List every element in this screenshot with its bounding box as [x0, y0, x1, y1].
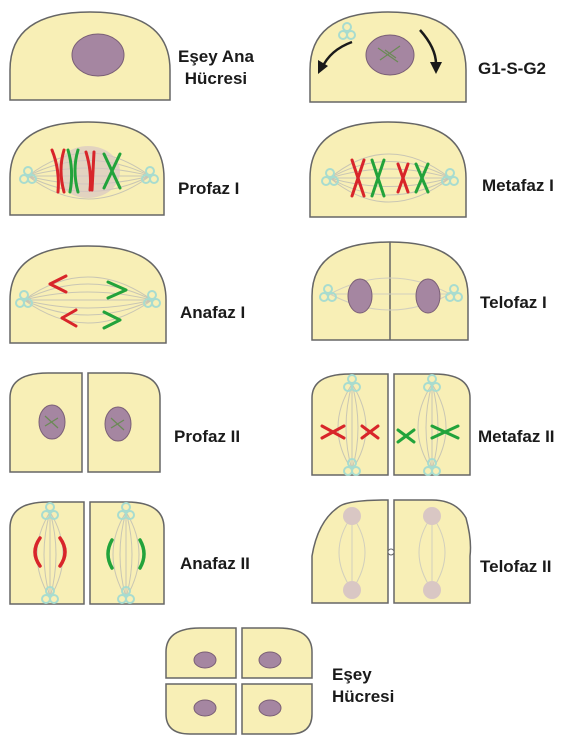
stage-label-anafaz-2: Anafaz II [180, 553, 250, 575]
stage-label-g1-s-g2: G1-S-G2 [478, 58, 546, 80]
cell-anafaz-2 [10, 502, 164, 604]
stage-label-profaz-2: Profaz II [174, 426, 240, 448]
stage-label-profaz-1: Profaz I [178, 178, 239, 200]
cell-g1-s-g2 [310, 12, 466, 102]
stage-label-telofaz-1: Telofaz I [480, 292, 547, 314]
stage-label-esey-hucresi: Eşey Hücresi [332, 664, 394, 708]
stage-label-line: Eşey [332, 664, 394, 686]
stage-label-line: Eşey Ana [178, 46, 254, 68]
cell-profaz-2 [10, 373, 160, 472]
stage-label-line: Hücresi [332, 686, 394, 708]
cell-profaz-1 [10, 122, 164, 215]
cell-metafaz-2 [312, 374, 470, 475]
cell-esey-hucresi [166, 628, 312, 734]
cell-anafaz-1 [10, 246, 166, 343]
stage-label-metafaz-2: Metafaz II [478, 426, 555, 448]
cell-telofaz-1 [312, 242, 468, 340]
cell-esey-ana-hucresi [10, 12, 170, 100]
cell-telofaz-2 [312, 500, 471, 603]
stage-label-metafaz-1: Metafaz I [482, 175, 554, 197]
stage-label-telofaz-2: Telofaz II [480, 556, 551, 578]
cell-metafaz-1 [310, 122, 466, 217]
stage-label-anafaz-1: Anafaz I [180, 302, 245, 324]
stage-label-esey-ana-hucresi: Eşey Ana Hücresi [178, 46, 254, 90]
stage-label-line: Hücresi [178, 68, 254, 90]
